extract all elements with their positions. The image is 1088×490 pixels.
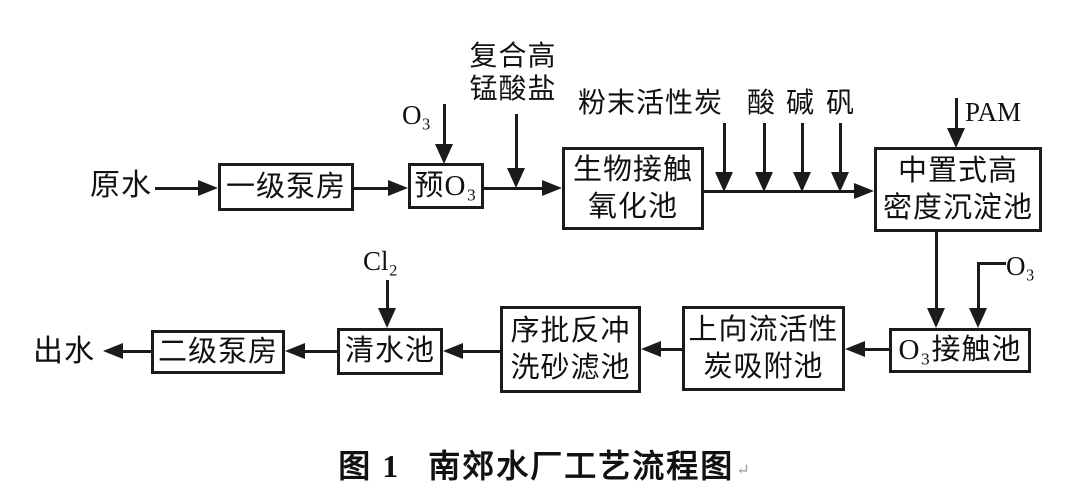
chlorine-label: Cl₂ xyxy=(363,246,398,276)
alkali-label: 碱 xyxy=(786,88,816,119)
node-bio-contact-oxidation-tank: 生物接触 氧化池 xyxy=(562,147,704,230)
paragraph-mark: ↵ xyxy=(736,461,750,479)
permanganate-label: 复合高 锰酸盐 xyxy=(469,41,557,105)
node-primary-pump-station: 一级泵房 xyxy=(218,163,354,211)
pre-ozone-feed-label: O₃ xyxy=(402,100,431,130)
node-upflow-carbon-adsorption: 上向流活性 炭吸附池 xyxy=(682,306,845,391)
figure-caption: 图 1 南郊水厂工艺流程图↵ xyxy=(0,441,1088,487)
raw-water-label: 原水 xyxy=(90,169,152,202)
ozone-contact-feed-label: O₃ xyxy=(1006,251,1035,281)
node-clear-water-tank: 清水池 xyxy=(337,328,443,375)
node-pre-ozone: 预O₃ xyxy=(408,163,484,209)
figure-title: 南郊水厂工艺流程图 xyxy=(428,448,735,484)
node-ozone-contact-tank: O₃接触池 xyxy=(889,328,1031,373)
pam-label: PAM xyxy=(965,97,1022,127)
powdered-carbon-label: 粉末活性炭 xyxy=(578,88,724,119)
node-high-density-sedimentation: 中置式高 密度沉淀池 xyxy=(874,147,1042,232)
figure-number: 图 1 xyxy=(338,448,401,484)
outflow-label: 出水 xyxy=(33,335,95,368)
node-seq-backwash-sand-filter: 序批反冲 洗砂滤池 xyxy=(500,306,641,393)
alum-label: 矾 xyxy=(826,88,856,119)
acid-label: 酸 xyxy=(747,88,777,119)
node-secondary-pump-station: 二级泵房 xyxy=(151,330,285,374)
